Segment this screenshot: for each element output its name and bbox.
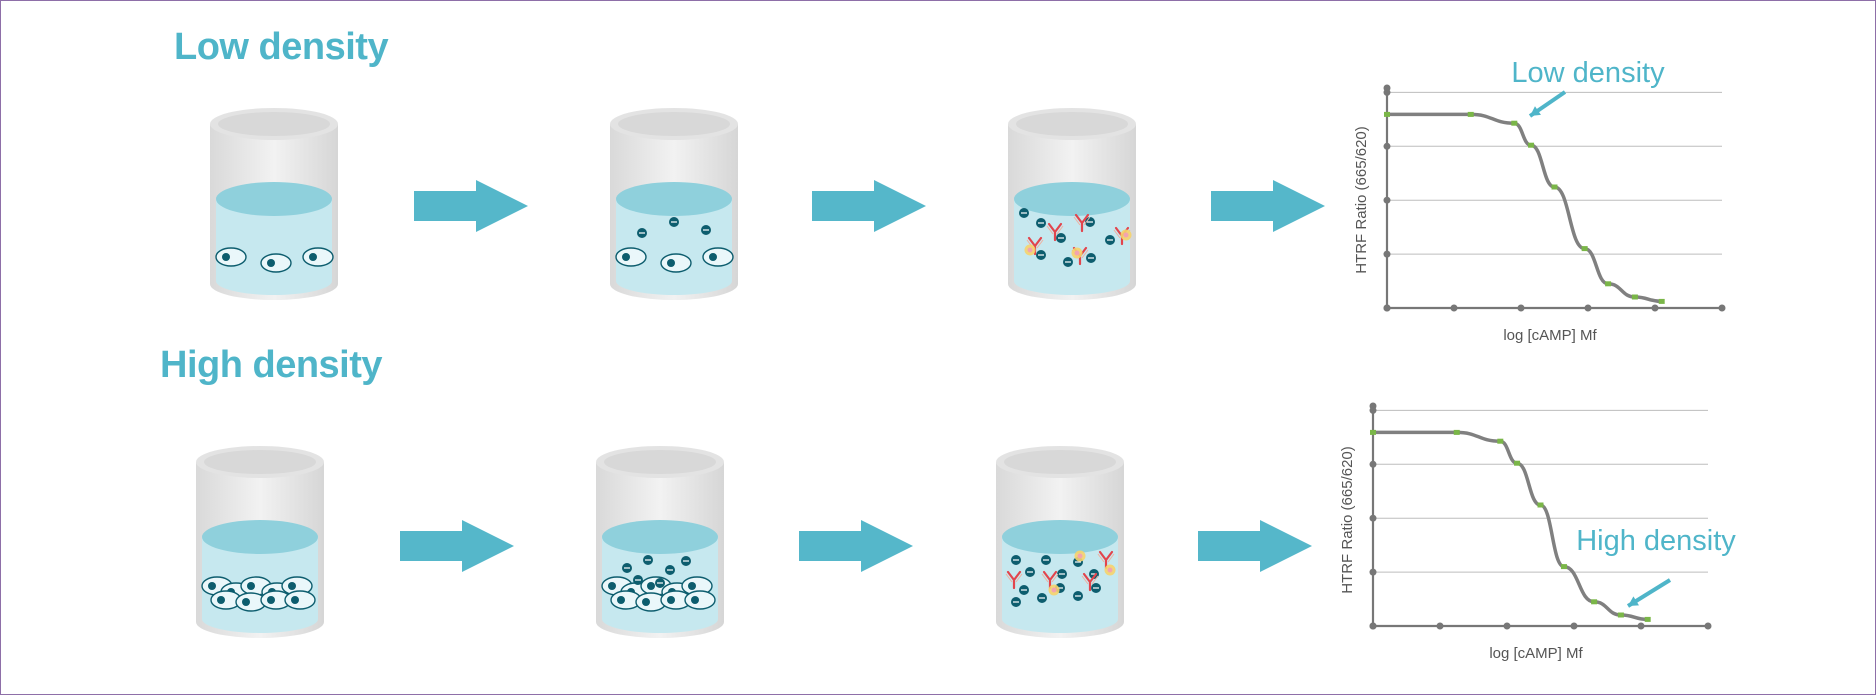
chart-annotation: Low density <box>1511 57 1665 89</box>
x-tick-dot <box>1369 622 1377 630</box>
data-point <box>1528 142 1535 148</box>
chart-annotation: High density <box>1576 525 1736 557</box>
arrow-high-3 <box>1198 520 1312 572</box>
x-tick-dot <box>1450 304 1458 312</box>
x-tick-dot <box>1637 622 1645 630</box>
beaker-low-1 <box>210 108 338 300</box>
row-title-low-density: Low density <box>174 26 389 68</box>
x-tick-dot <box>1570 622 1578 630</box>
row-title-high-density: High density <box>160 344 383 386</box>
data-point <box>1617 612 1624 618</box>
arrow-low-1 <box>414 180 528 232</box>
dose-response-curve <box>1387 112 1662 304</box>
data-point <box>1581 246 1588 252</box>
chart-low-density: HTRF Ratio (665/620) log [cAMP] Mf Low den… <box>1353 57 1726 344</box>
y-tick-dot <box>1369 460 1377 468</box>
data-point <box>1537 502 1544 508</box>
y-axis-label: HTRF Ratio (665/620) <box>1353 126 1370 274</box>
y-tick-dot <box>1369 402 1377 410</box>
beaker-high-3 <box>996 446 1124 638</box>
data-point <box>1511 120 1518 126</box>
arrow-low-3 <box>1211 180 1325 232</box>
y-tick-dot <box>1383 84 1391 92</box>
x-axis-label: log [cAMP] Mf <box>1489 645 1583 662</box>
data-point <box>1658 298 1665 304</box>
x-tick-dot <box>1651 304 1659 312</box>
data-point <box>1605 281 1612 287</box>
beaker-low-3 <box>1008 108 1136 300</box>
x-tick-dot <box>1718 304 1726 312</box>
chart-high-density: HTRF Ratio (665/620) log [cAMP] Mf High de… <box>1339 402 1736 662</box>
annotation-arrowhead <box>1530 106 1541 116</box>
annotation-arrowhead <box>1628 596 1639 606</box>
data-point <box>1497 438 1504 444</box>
x-tick-dot <box>1704 622 1712 630</box>
x-axis-label: log [cAMP] Mf <box>1503 327 1597 344</box>
y-axis-label: HTRF Ratio (665/620) <box>1339 446 1356 594</box>
beaker-high-1 <box>196 446 324 638</box>
arrow-high-1 <box>400 520 514 572</box>
data-point <box>1370 429 1376 435</box>
data-point <box>1591 599 1598 605</box>
data-point <box>1467 111 1474 117</box>
x-tick-dot <box>1383 304 1391 312</box>
beaker-low-2 <box>610 108 738 300</box>
x-tick-dot <box>1517 304 1525 312</box>
x-tick-dot <box>1584 304 1592 312</box>
y-tick-dot <box>1369 568 1377 576</box>
arrow-low-2 <box>812 180 926 232</box>
data-point <box>1631 294 1638 300</box>
data-point <box>1551 184 1558 190</box>
x-tick-dot <box>1436 622 1444 630</box>
data-point <box>1384 111 1390 117</box>
beaker-high-2 <box>596 446 724 638</box>
y-tick-dot <box>1383 196 1391 204</box>
arrow-high-2 <box>799 520 913 572</box>
data-point <box>1560 564 1567 570</box>
y-tick-dot <box>1383 250 1391 258</box>
x-tick-dot <box>1503 622 1511 630</box>
data-point <box>1453 429 1460 435</box>
data-point <box>1644 616 1651 622</box>
y-tick-dot <box>1369 514 1377 522</box>
data-point <box>1514 460 1521 466</box>
y-tick-dot <box>1383 142 1391 150</box>
